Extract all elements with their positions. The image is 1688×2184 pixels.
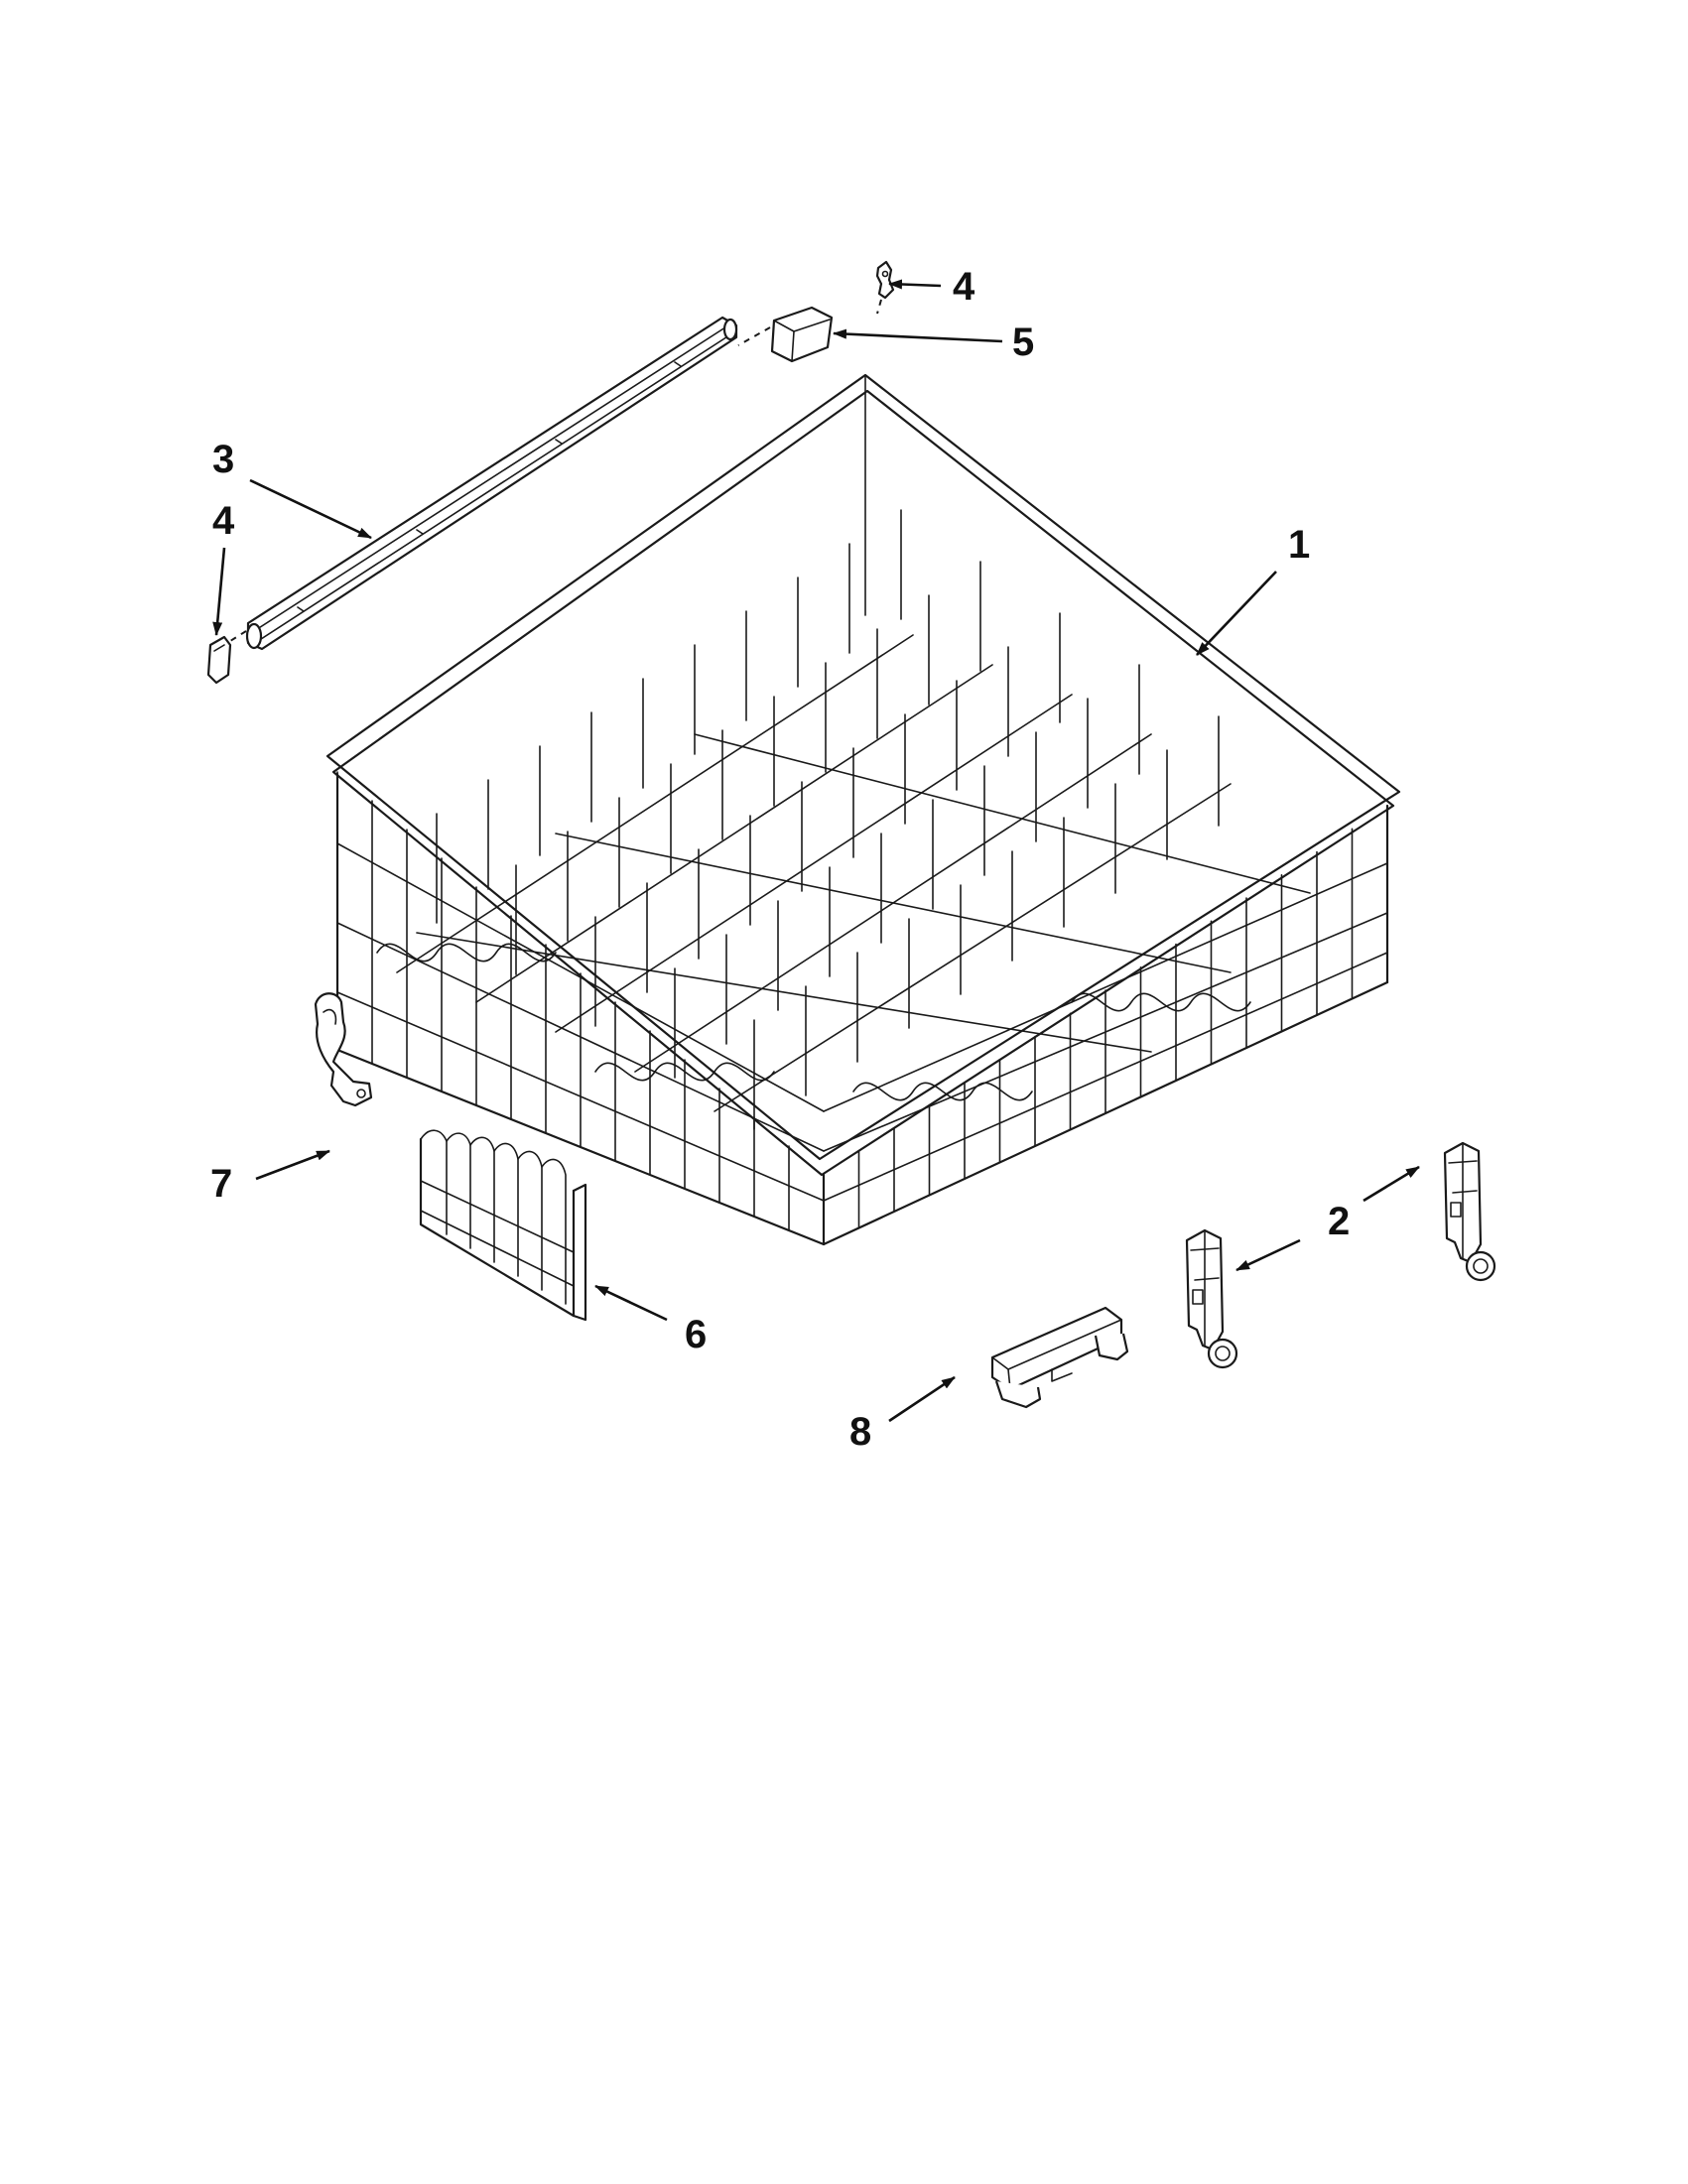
leader-3 [249, 478, 372, 540]
callout-end-cap-front: 4 [212, 499, 235, 543]
callout-track: 3 [212, 438, 234, 481]
end-cap-front-part [206, 635, 232, 685]
leader-1 [1196, 571, 1277, 656]
leader-arrows [212, 279, 1420, 1423]
leader-2-right [1363, 1165, 1420, 1203]
wheel-clip-part [990, 1306, 1129, 1409]
tine-row-part [419, 1129, 587, 1322]
callout-labels: 1 2 3 4 4 5 6 7 8 [210, 265, 1350, 1454]
callout-wheel-clip: 8 [849, 1410, 871, 1454]
rack-part [325, 373, 1401, 1246]
adjuster-left-part [1185, 1228, 1238, 1369]
leader-4-rear [888, 279, 942, 290]
callout-stop: 5 [1012, 321, 1034, 364]
leader-7 [255, 1149, 330, 1181]
end-cap-rear-part [875, 260, 895, 315]
callout-rack: 1 [1288, 523, 1310, 567]
stop-part [737, 306, 834, 363]
callout-end-cap-rear: 4 [953, 265, 975, 309]
callout-adjuster-right: 2 [1328, 1200, 1350, 1243]
callout-tine-row: 6 [685, 1313, 707, 1356]
leader-4-front [212, 547, 226, 636]
leader-2-left [1235, 1238, 1301, 1272]
adjuster-right-part [1443, 1141, 1496, 1282]
clip-part [314, 992, 373, 1107]
callout-clip: 7 [210, 1162, 232, 1206]
leader-6 [594, 1284, 668, 1322]
leader-5 [833, 328, 1003, 343]
leader-8 [888, 1375, 956, 1423]
track-part [229, 316, 738, 651]
